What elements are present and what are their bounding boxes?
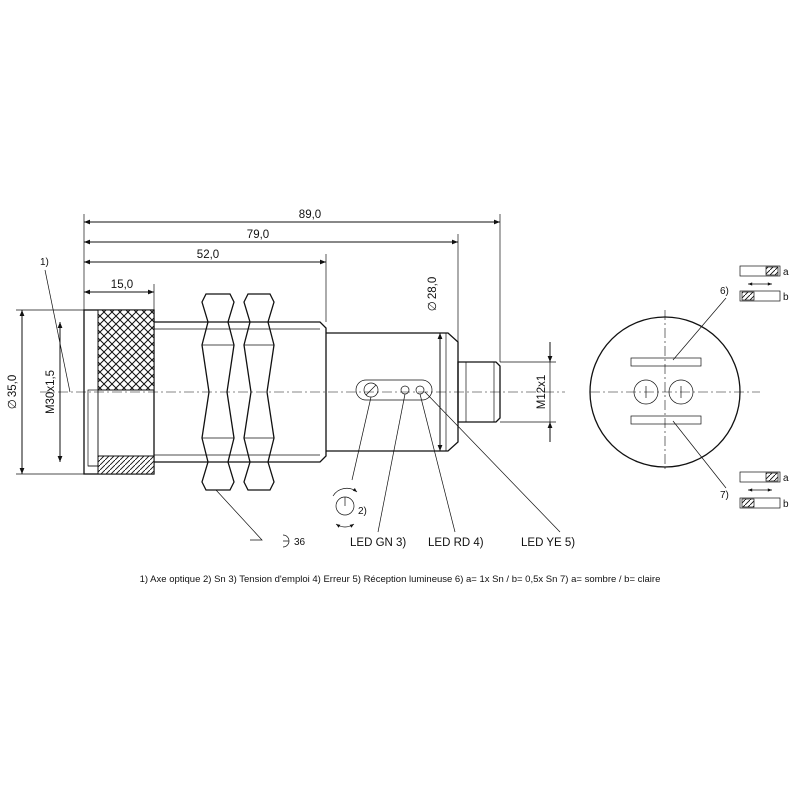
hex-nut-2 <box>243 293 275 491</box>
led-lens-right <box>668 379 694 405</box>
diameter-symbol-rear: ∅ <box>427 301 439 311</box>
led-gn-dot <box>400 385 410 395</box>
callout-light-dark-switch: 7) <box>720 490 729 501</box>
callout-potentiometer: 2) <box>358 506 367 517</box>
m12-connector <box>457 361 501 423</box>
callout-wrench-size: 36 <box>294 537 306 548</box>
wrench-icon <box>282 534 290 548</box>
switch-upper-a-label: a <box>783 267 789 278</box>
callouts-side: 1) 2) LED GN 3) LED RD 4) LED YE 5) 36 <box>40 257 575 549</box>
lens-hatch <box>97 455 155 475</box>
switch-lower-b-label: b <box>783 499 789 510</box>
dim-diameter-body-label: 35,0 <box>7 375 19 397</box>
rear-face-circle <box>589 316 741 468</box>
dim-lens-length-label: 15,0 <box>111 279 133 291</box>
switch-icon-lower <box>739 471 781 509</box>
callout-led-ye: LED YE 5) <box>521 537 575 549</box>
callout-optical-axis: 1) <box>40 257 49 268</box>
callout-led-rd: LED RD 4) <box>428 537 484 549</box>
switch-icon-upper <box>739 265 781 302</box>
switch-slot-lower <box>630 415 702 425</box>
dim-overall-label: 89,0 <box>299 209 321 221</box>
hex-nut-1 <box>201 293 235 491</box>
dimension-lines: 89,0 79,0 52,0 15,0 ∅35,0 M30x1,5 ∅28,0 … <box>7 209 556 475</box>
svg-text:∅35,0: ∅ 35,0 <box>7 375 19 409</box>
svg-text:∅28,0: ∅ 28,0 <box>427 277 439 311</box>
diameter-symbol: ∅ <box>7 399 19 409</box>
dim-connector-label: 79,0 <box>247 229 269 241</box>
callout-mode-switch: 6) <box>720 286 729 297</box>
switch-slot-upper <box>630 357 702 367</box>
side-view <box>40 293 565 491</box>
dim-thread-length-label: 52,0 <box>197 249 219 261</box>
dim-diameter-rear-label: 28,0 <box>427 277 439 299</box>
led-window <box>355 379 433 401</box>
potentiometer-symbol <box>332 487 358 528</box>
dim-thread-label: M30x1,5 <box>45 370 57 414</box>
switch-upper-b-label: b <box>783 292 789 303</box>
led-rd-dot <box>415 385 425 395</box>
knurled-grip <box>97 309 155 391</box>
switch-lower-a-label: a <box>783 473 789 484</box>
callout-led-gn: LED GN 3) <box>350 537 406 549</box>
led-lens-left <box>633 379 659 405</box>
threaded-body <box>154 321 327 463</box>
dim-connector-thread-label: M12x1 <box>536 375 548 410</box>
legend-footnote: 1) Axe optique 2) Sn 3) Tension d'emploi… <box>139 574 661 585</box>
rear-view: 6) 7) a b a b <box>589 265 789 510</box>
